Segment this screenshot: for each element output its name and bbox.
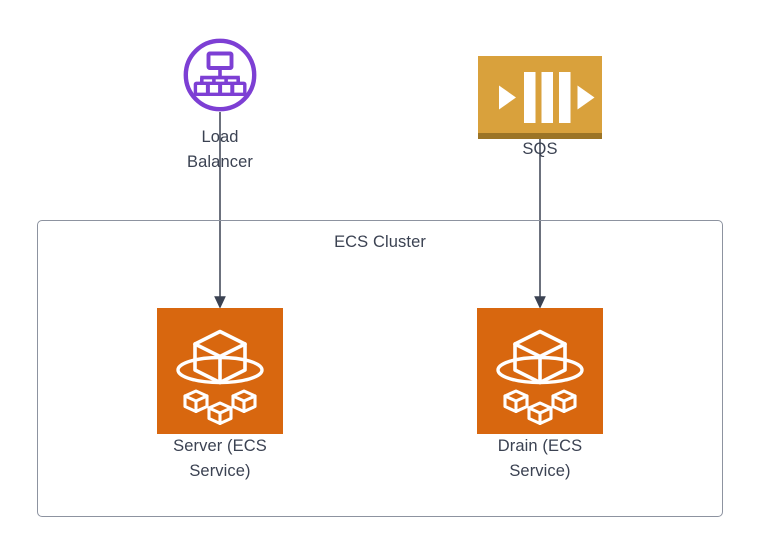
node-label-sqs: SQS	[522, 140, 558, 158]
ecs-cluster-label: ECS Cluster	[334, 233, 426, 251]
node-label-drain: Drain (ECS Service)	[497, 437, 583, 480]
sqs-queue-icon	[499, 72, 595, 123]
node-server[interactable]	[157, 308, 283, 434]
ecs-service-icon	[176, 329, 264, 426]
ecs-service-tile-server	[157, 308, 283, 434]
node-sqs[interactable]	[478, 56, 602, 139]
ecs-service-icon	[496, 329, 584, 426]
sqs-base-bar	[478, 133, 602, 139]
node-drain[interactable]	[477, 308, 603, 434]
ecs-service-tile-drain	[477, 308, 603, 434]
ecs-cluster-boundary[interactable]	[37, 220, 723, 517]
node-label-server: Server (ECS Service)	[173, 437, 267, 480]
node-load-balancer[interactable]	[183, 38, 257, 112]
sqs-tile	[478, 56, 602, 139]
load-balancer-icon	[183, 38, 257, 112]
node-label-load-balancer: Load Balancer	[187, 128, 253, 171]
